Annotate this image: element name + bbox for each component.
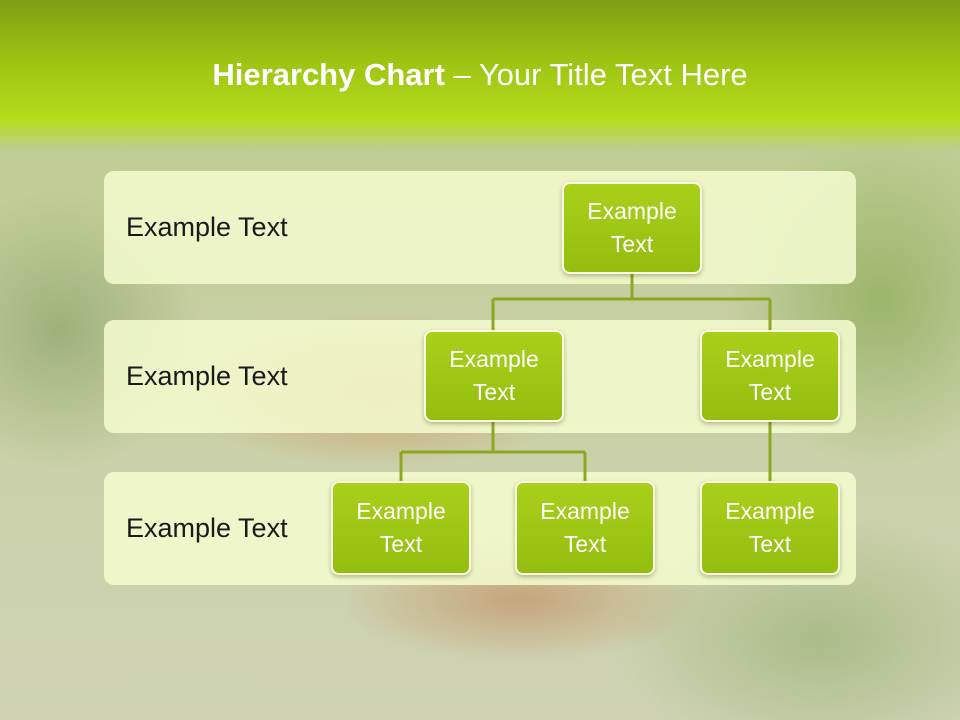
connector-midleft-to-leaves <box>399 422 587 481</box>
node-root[interactable]: Example Text <box>562 182 702 274</box>
node-mid-left[interactable]: Example Text <box>424 330 564 422</box>
node-mid-right[interactable]: Example Text <box>700 330 840 422</box>
node-leaf-2[interactable]: Example Text <box>515 481 655 575</box>
level-label-2: Example Text <box>126 361 288 391</box>
title-bar <box>0 0 960 150</box>
node-leaf-1[interactable]: Example Text <box>331 481 471 575</box>
node-leaf-3[interactable]: Example Text <box>700 481 840 575</box>
level-band-1: Example Text <box>104 171 856 284</box>
title-bold: Hierarchy Chart <box>212 57 445 92</box>
slide-title: Hierarchy Chart – Your Title Text Here <box>0 55 960 95</box>
level-label-1: Example Text <box>126 212 288 242</box>
title-rest: – Your Title Text Here <box>444 57 748 92</box>
connector-root-to-mid <box>491 274 772 330</box>
level-label-3: Example Text <box>126 513 288 543</box>
